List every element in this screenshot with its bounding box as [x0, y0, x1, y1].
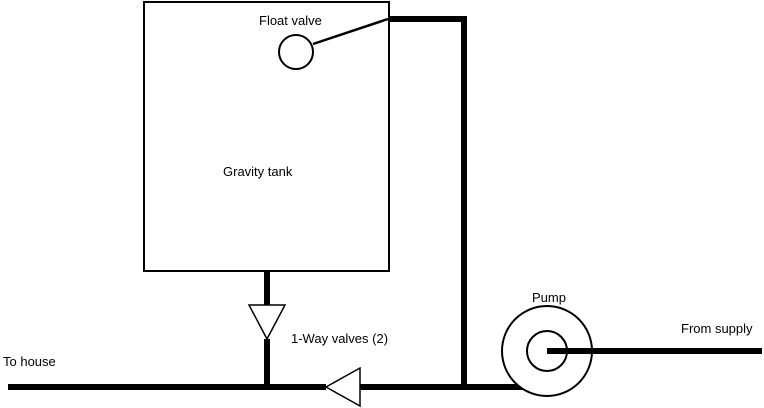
- from-supply-label: From supply: [681, 321, 753, 336]
- one-way-valves-label: 1-Way valves (2): [291, 331, 388, 346]
- fill-pipe: [388, 16, 467, 387]
- to-house-label: To house: [3, 354, 56, 369]
- gravity-tank: [143, 1, 390, 272]
- float-valve-label: Float valve: [259, 13, 322, 28]
- float-valve-arm: [312, 17, 389, 46]
- gravity-tank-label: Gravity tank: [223, 164, 293, 179]
- one-way-valve-horizontal: [324, 366, 361, 408]
- one-way-valve-vertical: [247, 304, 287, 341]
- pump-label: Pump: [532, 290, 566, 305]
- float-valve-ball: [278, 34, 314, 70]
